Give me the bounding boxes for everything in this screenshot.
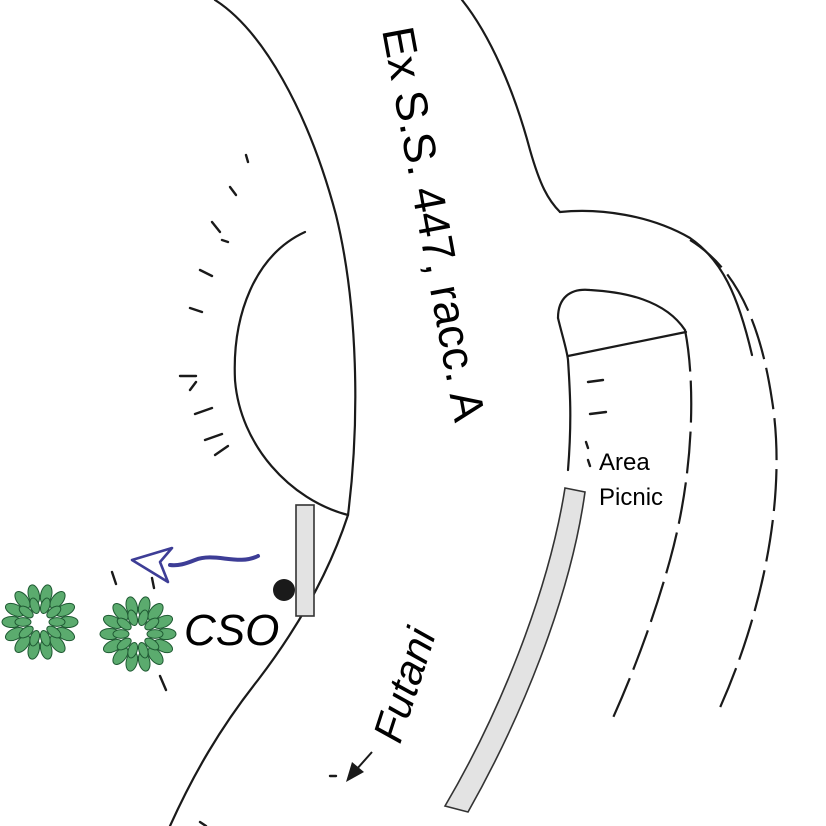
picnic-dashed-inner [610, 329, 693, 721]
tree-leaf [116, 637, 132, 651]
station-marker [273, 579, 295, 601]
picnic-inner-left-edge [556, 316, 572, 472]
tree-leaf [18, 605, 34, 619]
main-road-left-edge [213, 0, 357, 517]
tree-leaf [112, 629, 130, 639]
direction-arrow-icon [346, 751, 373, 782]
main-road [168, 0, 754, 826]
tree-icon [1, 584, 79, 660]
tree-leaf [46, 625, 62, 639]
guardrail-right [443, 487, 586, 813]
area-label-line2: Picnic [599, 484, 663, 511]
tree-center [33, 615, 47, 629]
main-road-right-edge [460, 0, 562, 214]
tree-leaf [116, 617, 132, 631]
tree-leaf [127, 641, 139, 659]
picnic-access [556, 239, 778, 721]
tree-leaf [14, 617, 32, 627]
main-road-curve-edge [558, 209, 754, 357]
tree-leaf [144, 617, 160, 631]
tree-leaf [39, 629, 51, 647]
picnic-dashed-outer [689, 239, 778, 713]
tree-leaf [144, 637, 160, 651]
direction-label: Futani [364, 621, 445, 748]
guardrail-left [295, 504, 315, 617]
tree-leaf [29, 597, 41, 615]
picnic-inner-edge [556, 288, 687, 332]
tree-leaf [48, 617, 66, 627]
tree-leaf [46, 605, 62, 619]
tree-leaf [137, 641, 149, 659]
tree-leaf [29, 629, 41, 647]
tree-leaf [146, 629, 164, 639]
tree-leaf [137, 609, 149, 627]
main-road-lower-left-edge [168, 513, 350, 826]
road-name-label: Ex S.S. 447, racc. A [372, 23, 495, 426]
station-label: CSO [184, 606, 279, 655]
lay-by-edge [233, 230, 350, 517]
embankment-ticks [110, 153, 608, 826]
tree-center [131, 627, 145, 641]
tree-icon [99, 596, 177, 672]
tree-leaf [39, 597, 51, 615]
view-direction-arrow [130, 546, 260, 584]
picnic-separator-line [566, 330, 688, 358]
area-label-line1: Area [599, 449, 650, 476]
tree-leaf [18, 625, 34, 639]
tree-leaf [127, 609, 139, 627]
